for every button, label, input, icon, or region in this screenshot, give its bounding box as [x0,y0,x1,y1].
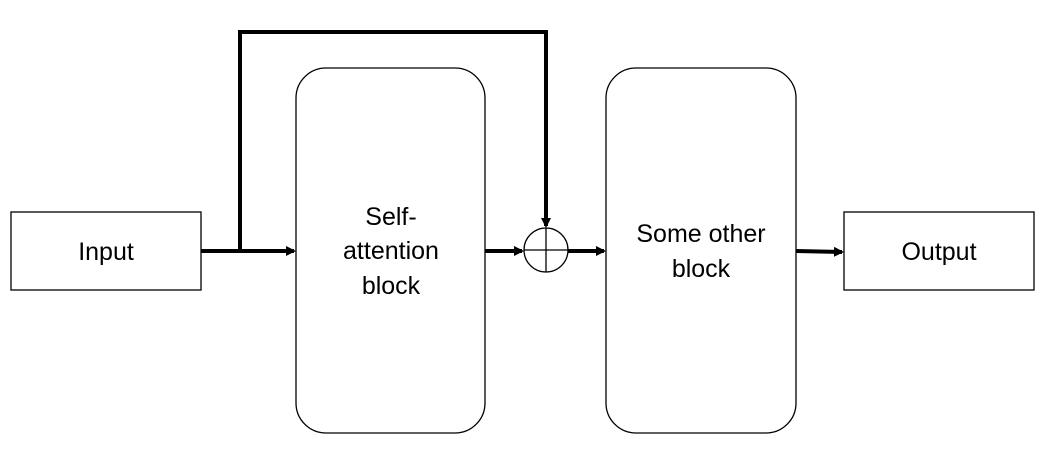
output-label: Output [901,238,976,266]
plus-circle-icon [523,227,569,273]
self-attention-label-line3: block [362,272,421,300]
self-attention-label-line1: Self- [365,203,416,231]
other-block-label-line2: block [672,255,731,283]
arrow-residual-skip [238,30,551,251]
output-box [843,211,1035,291]
self-attention-node: Self- attention block [295,67,486,434]
input-node: Input [10,211,202,291]
input-label: Input [78,238,134,266]
other-block-label-line1: Some other [636,220,765,248]
self-attention-label-line2: attention [343,237,439,265]
output-node: Output [843,211,1035,291]
arrow-other-block-to-output [795,246,844,257]
input-box [10,211,202,291]
other-block-box [605,67,797,434]
other-block-node: Some other block [605,67,797,434]
